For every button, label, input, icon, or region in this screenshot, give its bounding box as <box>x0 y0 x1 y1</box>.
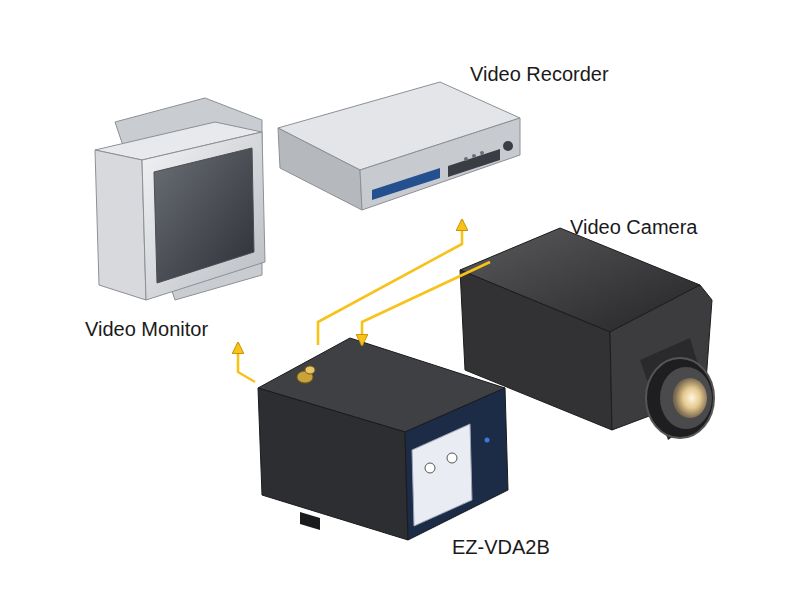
distribution-amplifier-drawing-part <box>258 388 408 540</box>
distribution-amplifier-drawing-part <box>412 424 472 526</box>
distribution-amplifier-drawing <box>258 338 508 540</box>
video-monitor-drawing-part <box>154 148 254 283</box>
video-recorder-drawing-part <box>472 154 476 158</box>
signal-cable <box>362 262 490 345</box>
video-monitor-drawing-part <box>95 150 146 300</box>
video-monitor-drawing <box>95 98 265 300</box>
video-recorder-drawing-part <box>464 157 468 161</box>
video-recorder-drawing-part <box>480 151 484 155</box>
distribution-amplifier-drawing-part <box>485 438 490 443</box>
distribution-amplifier-drawing-part <box>447 453 457 463</box>
camera-node: Video Camera <box>490 215 720 445</box>
device-label: Video Monitor <box>85 317 208 341</box>
video-recorder-drawing-part <box>503 141 513 151</box>
video-recorder-drawing-part <box>372 168 440 200</box>
distribution-amplifier-drawing-part <box>300 512 320 530</box>
recorder-node: Video Recorder <box>275 62 613 220</box>
video-recorder-drawing-part <box>278 128 362 210</box>
video-recorder-drawing-part <box>448 149 500 177</box>
video-monitor-drawing-part <box>142 132 265 300</box>
monitor-node: Video Monitor <box>85 95 265 343</box>
video-camera-drawing-part <box>660 367 712 429</box>
distribution-amplifier-drawing-part <box>305 366 315 374</box>
video-recorder-drawing <box>278 82 520 210</box>
signal-cable <box>238 343 255 382</box>
distribution-amplifier-drawing-part <box>425 463 435 473</box>
video-recorder-drawing-part <box>360 118 520 210</box>
amplifier-node: EZ-VDA2B <box>255 345 554 561</box>
video-camera-drawing-part <box>673 378 707 418</box>
device-label: Video Camera <box>570 215 697 239</box>
device-label: Video Recorder <box>470 62 609 86</box>
distribution-amplifier-drawing-part <box>405 388 508 540</box>
device-label: EZ-VDA2B <box>452 535 550 559</box>
video-camera-drawing-part <box>646 358 714 438</box>
signal-cable <box>318 220 462 345</box>
